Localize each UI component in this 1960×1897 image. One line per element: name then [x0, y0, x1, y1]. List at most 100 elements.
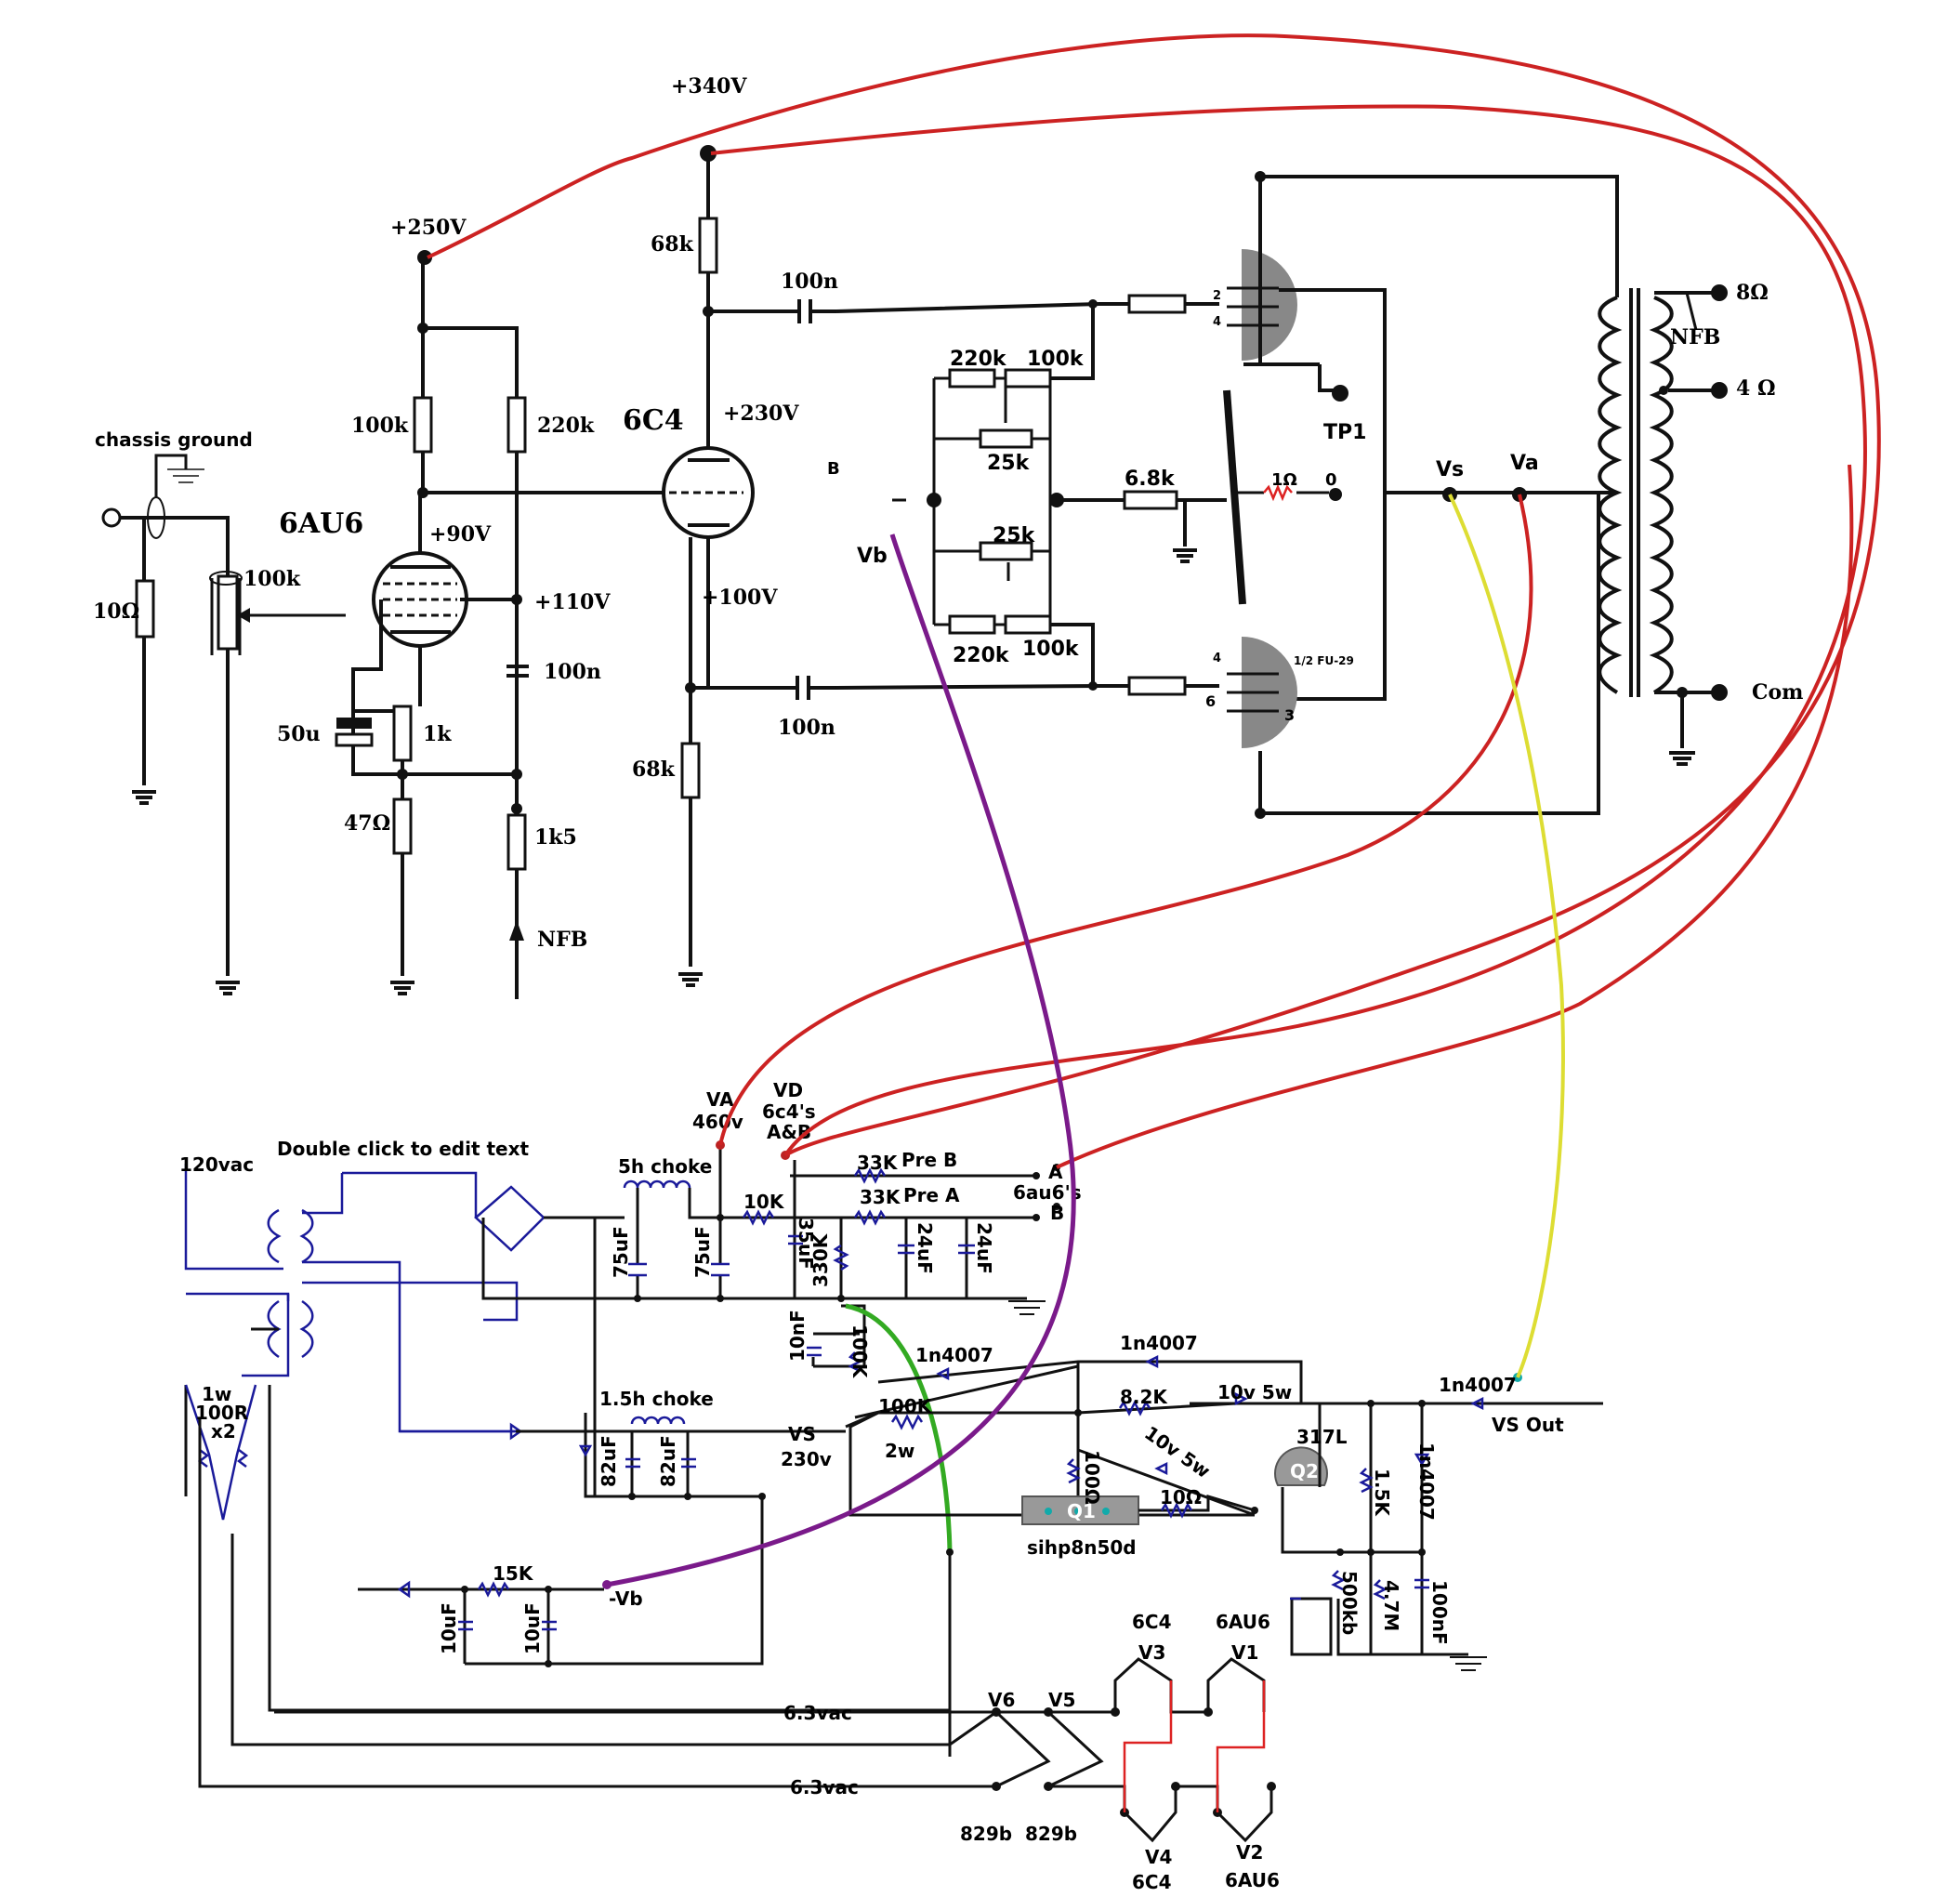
label-v4: V4: [1145, 1846, 1172, 1868]
label-6au6-bot: 6AU6: [1225, 1869, 1280, 1891]
label-68k-top: 68k: [651, 232, 694, 257]
interconnect-wires: [427, 33, 1881, 1587]
label-10ohm-psu: 10Ω: [1160, 1486, 1202, 1508]
label-220k: 220k: [537, 414, 595, 438]
label-330k: 330K: [809, 1232, 832, 1287]
label-va-volts: 460v: [692, 1111, 743, 1133]
label-vs: VS: [788, 1423, 816, 1445]
label-v2: V2: [1236, 1841, 1263, 1864]
label-8-2k: 8.2K: [1120, 1386, 1168, 1408]
label-out-8ohm: 8Ω: [1736, 281, 1769, 305]
label-bias-100k-top: 100k: [1027, 348, 1085, 371]
label-10uf-2: 10uF: [521, 1602, 544, 1654]
label-pin4-bot: 4: [1213, 652, 1221, 665]
label-6-3vac-1: 6.3vac: [783, 1702, 852, 1724]
label-15k: 15K: [493, 1562, 534, 1585]
tube-6c4-label: 6C4: [623, 404, 684, 437]
label-100nf: 100nF: [1428, 1580, 1451, 1645]
label-v230: +230V: [723, 402, 799, 426]
label-1n4007-3: 1n4007: [1439, 1374, 1517, 1396]
label-33k-b: 33K: [857, 1152, 899, 1174]
label-4-7m: 4.7M: [1380, 1580, 1402, 1631]
label-100ohm: 100Ω: [1081, 1450, 1103, 1505]
label-pre-a: Pre A: [903, 1184, 960, 1206]
label-1-5k: 1.5K: [1371, 1469, 1393, 1517]
label-10v-5w-2: 10v 5w: [1140, 1421, 1214, 1482]
label-nfb-in: NFB: [537, 928, 587, 952]
label-829b-1: 829b: [960, 1823, 1012, 1845]
wire-vb-purple: [606, 534, 1076, 1587]
label-vs-out: VS Out: [1492, 1414, 1564, 1436]
label-47ohm: 47Ω: [344, 811, 390, 836]
label-6au6-top: 6AU6: [1216, 1611, 1270, 1633]
label-1ohm: 1Ω: [1271, 470, 1297, 490]
label-75uf-2: 75uF: [691, 1226, 714, 1278]
label-q1: Q1: [1067, 1500, 1096, 1522]
label-10uf-1: 10uF: [438, 1602, 460, 1654]
label-6-8k: 6.8k: [1125, 468, 1176, 491]
label-v90: +90V: [429, 522, 492, 547]
label-33k-a: 33K: [860, 1186, 901, 1208]
label-q2: Q2: [1290, 1460, 1319, 1482]
amplifier-labels: +340V +250V +230V +100V +90V +110V 6C4 6…: [93, 74, 1803, 952]
label-829b-2: 829b: [1025, 1823, 1077, 1845]
label-bias-220k-top: 220k: [950, 348, 1007, 371]
label-va: VA: [706, 1088, 734, 1111]
label-b: B: [827, 459, 840, 479]
label-pin4-top: 4: [1213, 315, 1221, 329]
label-100k-2w: 100K: [878, 1395, 933, 1417]
label-x2: x2: [211, 1420, 236, 1443]
label-v340: +340V: [671, 74, 747, 99]
label-fu29: 1/2 FU-29: [1294, 654, 1354, 667]
label-24uf-2: 24uF: [973, 1222, 995, 1274]
tube-6au6-label: 6AU6: [279, 507, 363, 540]
wire-va-red: [718, 494, 1533, 1146]
label-24uf-1: 24uF: [914, 1222, 936, 1274]
label-6-3vac-2: 6.3vac: [790, 1776, 859, 1798]
label-v3: V3: [1138, 1641, 1165, 1664]
label-zero: 0: [1325, 470, 1337, 490]
label-100n-top: 100n: [781, 270, 838, 294]
label-75uf-1: 75uF: [610, 1226, 632, 1278]
label-100r: 100R: [195, 1402, 248, 1424]
label-vd: VD: [773, 1079, 803, 1101]
label-1k: 1k: [423, 722, 452, 746]
chassis-ground-label: chassis ground: [95, 428, 253, 451]
label-edit-text: Double click to edit text: [277, 1138, 530, 1160]
label-v110: +110V: [534, 590, 611, 614]
label-v5: V5: [1048, 1689, 1075, 1711]
label-100k: 100k: [351, 414, 409, 438]
label-neg-vb: -Vb: [609, 1587, 643, 1610]
label-vd-sub2: A&B: [767, 1121, 811, 1143]
label-pin3: 3: [1284, 706, 1295, 724]
label-term-b: B: [1050, 1202, 1064, 1224]
label-bias-100k-bot: 100k: [1022, 638, 1080, 661]
label-10ohm: 10Ω: [93, 599, 139, 624]
label-pre-b: Pre B: [901, 1149, 957, 1171]
label-bias-220k-bot: 220k: [953, 644, 1010, 667]
label-v250: +250V: [390, 216, 467, 240]
label-5h-choke: 5h choke: [618, 1155, 712, 1178]
label-vs: Vs: [1436, 458, 1464, 481]
label-100n-mid: 100n: [544, 660, 601, 684]
label-v6: V6: [988, 1689, 1015, 1711]
label-v1: V1: [1231, 1641, 1258, 1664]
label-50u: 50u: [277, 722, 321, 746]
label-6c4-bot: 6C4: [1132, 1871, 1172, 1893]
label-tp1: TP1: [1323, 421, 1366, 444]
label-pin6: 6: [1205, 692, 1216, 710]
label-10nf: 10nF: [786, 1310, 809, 1362]
label-out-4ohm: 4 Ω: [1736, 376, 1776, 401]
wire-vs-yellow: [1448, 494, 1565, 1378]
label-pot-100k: 100k: [243, 567, 301, 591]
label-68k-bot: 68k: [632, 757, 676, 782]
label-100n-bot: 100n: [778, 716, 835, 740]
label-1w: 1w: [202, 1383, 231, 1405]
amplifier-schematic: [101, 145, 1728, 999]
label-bias-25k-bot: 25k: [993, 524, 1036, 547]
power-supply-labels: 120vac Double click to edit text 5h chok…: [179, 1079, 1564, 1893]
label-82uf-1: 82uF: [598, 1435, 620, 1487]
label-bias-25k-top: 25k: [987, 452, 1031, 475]
label-6au6s: 6au6's: [1013, 1181, 1082, 1204]
